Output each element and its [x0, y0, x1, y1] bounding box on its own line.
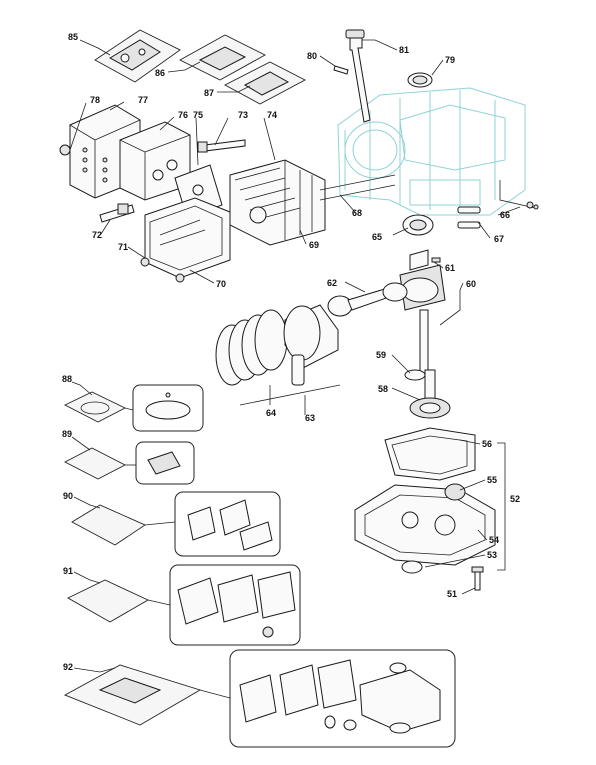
callout-87: 87: [204, 88, 214, 98]
callout-70: 70: [216, 279, 226, 289]
callout-labels: 85 86 87 80 81 79 78 77 76 75 73 74 72 7…: [62, 32, 520, 672]
connecting-rod-62: [327, 282, 408, 317]
dipstick-tube: [333, 29, 371, 123]
piston-63: [239, 304, 341, 406]
crankcase-gasket-56: [384, 427, 476, 481]
callout-56: 56: [482, 439, 492, 449]
callout-80: 80: [307, 51, 317, 61]
detail-box-89: [135, 441, 195, 485]
callout-64: 64: [266, 408, 276, 418]
governor-lever-66: [499, 180, 539, 210]
gasket-bag-92: [63, 664, 202, 726]
callout-81: 81: [399, 45, 409, 55]
callout-52: 52: [510, 494, 520, 504]
piston-rings-64: [215, 309, 288, 386]
callout-78: 78: [90, 95, 100, 105]
leader-lines: [69, 39, 521, 699]
callout-59: 59: [376, 350, 386, 360]
callout-85: 85: [68, 32, 78, 42]
callout-92: 92: [63, 662, 73, 672]
detail-box-92: [229, 649, 456, 748]
key-61: [431, 257, 441, 263]
bolt-51: [471, 566, 484, 591]
valve-cover-70: [144, 197, 231, 279]
callout-51: 51: [447, 589, 457, 599]
engine-block-ghost: [337, 87, 526, 216]
callout-60: 60: [466, 279, 476, 289]
gasket-bag-88: [63, 391, 127, 423]
gasket-bag-86: [179, 34, 266, 81]
crankshaft-60: [399, 249, 446, 376]
callout-91: 91: [63, 566, 73, 576]
callout-66: 66: [500, 210, 510, 220]
oil-seal-79: [407, 72, 433, 88]
gasket-bag-85: [94, 29, 181, 83]
callout-69: 69: [309, 240, 319, 250]
oil-pump-gear-55: [444, 483, 466, 501]
pins-67: [457, 206, 481, 229]
callout-68: 68: [352, 208, 362, 218]
callout-72: 72: [92, 230, 102, 240]
gasket-bag-87: [224, 61, 306, 105]
callout-89: 89: [62, 429, 72, 439]
detail-box-91: [169, 564, 301, 646]
callout-75: 75: [193, 110, 203, 120]
callout-54: 54: [489, 535, 499, 545]
muffler-76: [119, 121, 191, 201]
stud-bolt-73: [197, 139, 246, 153]
crankcase-cover-54: [354, 484, 496, 566]
callout-53: 53: [487, 550, 497, 560]
callout-79: 79: [445, 55, 455, 65]
callout-86: 86: [155, 68, 165, 78]
callout-55: 55: [487, 475, 497, 485]
callout-58: 58: [378, 384, 388, 394]
callout-67: 67: [494, 234, 504, 244]
camshaft-gear-58: [409, 369, 451, 419]
gasket-bag-89: [64, 447, 126, 480]
callout-74: 74: [267, 110, 277, 120]
cylinder-head-74: [229, 159, 326, 246]
screw-78: [59, 144, 71, 156]
callout-76: 76: [178, 110, 188, 120]
detail-box-88: [132, 384, 204, 432]
callout-90: 90: [63, 491, 73, 501]
callout-71: 71: [118, 242, 128, 252]
callout-77: 77: [138, 95, 148, 105]
callout-62: 62: [327, 278, 337, 288]
spark-plug-72: [99, 203, 135, 223]
oil-seal-53: [401, 560, 423, 574]
pushrods-68: [319, 174, 396, 201]
callout-65: 65: [372, 232, 382, 242]
callout-63: 63: [305, 413, 315, 423]
callout-73: 73: [238, 110, 248, 120]
callout-61: 61: [445, 263, 455, 273]
oil-seal-65: [402, 214, 434, 236]
gasket-bag-91: [67, 579, 149, 623]
callout-88: 88: [62, 374, 72, 384]
gasket-bag-90: [71, 504, 146, 546]
detail-box-90: [174, 491, 281, 557]
